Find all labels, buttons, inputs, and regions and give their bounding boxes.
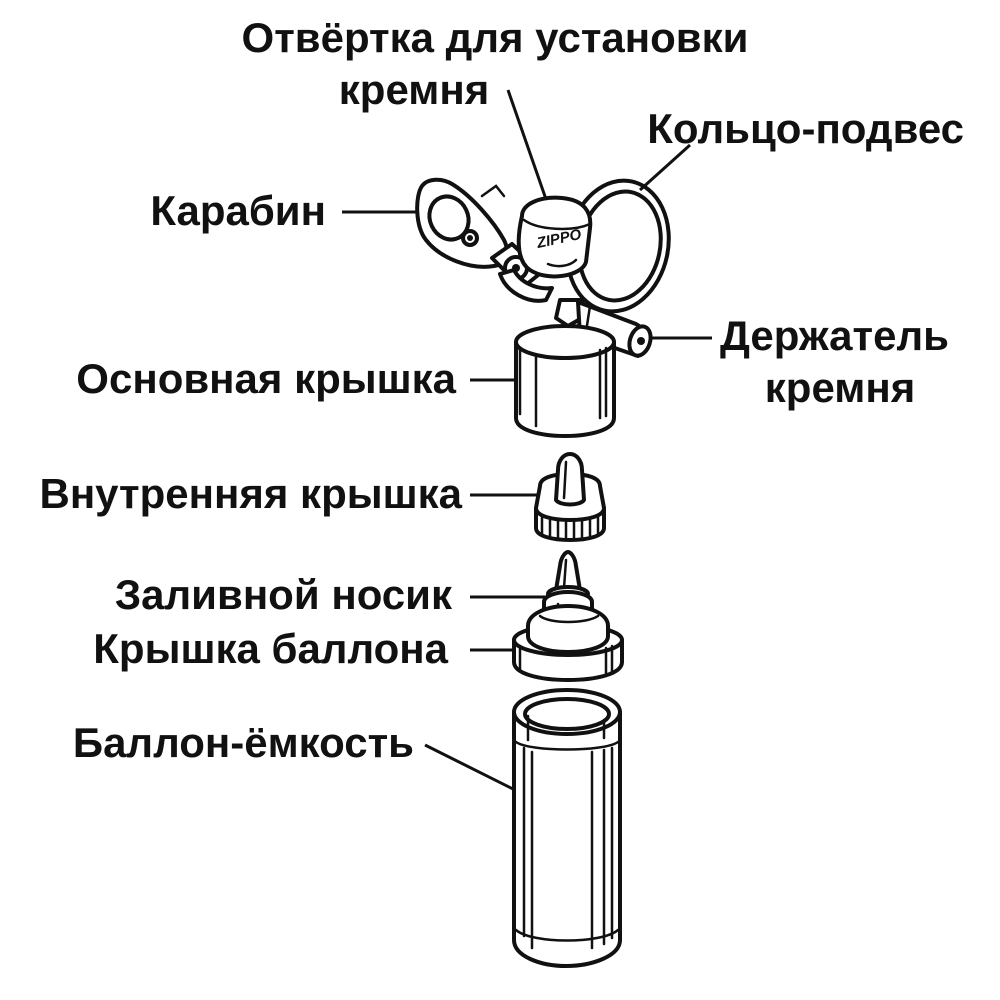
leader-line-screwdriver xyxy=(506,89,550,206)
tank-cap-part xyxy=(512,604,624,682)
label-tank: Баллон-ёмкость xyxy=(73,719,414,766)
flint-holder-part xyxy=(554,298,653,358)
main-cap-part xyxy=(514,324,616,438)
label-flint-holder-line1: Держатель xyxy=(720,312,949,359)
screwdriver-part: ZIPPO xyxy=(516,195,593,279)
label-ring: Кольцо-подвес xyxy=(647,105,964,152)
label-screwdriver-line2: кремня xyxy=(339,66,489,113)
label-inner-cap: Внутренняя крышка xyxy=(39,470,462,517)
tank-part xyxy=(512,688,622,968)
label-spout: Заливной носик xyxy=(115,571,453,618)
inner-cap-part xyxy=(534,452,606,542)
label-tank-cap: Крышка баллона xyxy=(93,625,448,672)
label-flint-holder-line2: кремня xyxy=(765,364,915,411)
leader-line-ring xyxy=(638,143,692,192)
label-carabiner: Карабин xyxy=(150,187,326,234)
label-main-cap: Основная крышка xyxy=(76,355,456,402)
label-screwdriver-line1: Отвёртка для установки xyxy=(242,14,749,61)
